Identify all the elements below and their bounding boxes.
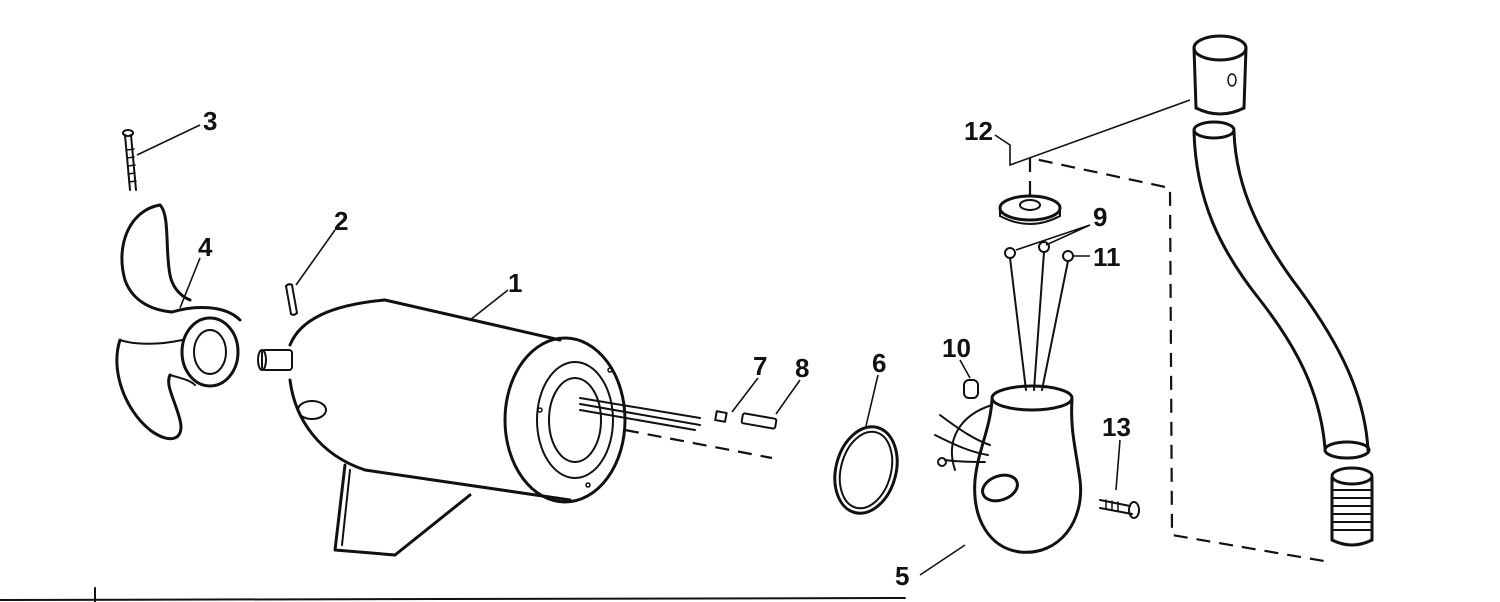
callout-3: 3 (203, 106, 217, 136)
callout-9: 9 (1093, 202, 1107, 232)
callout-4: 4 (198, 232, 213, 262)
washer-part-12 (998, 194, 1062, 225)
callout-5: 5 (895, 561, 909, 591)
screw-part-13 (1099, 499, 1140, 519)
callout-10: 10 (942, 333, 971, 363)
callout-8: 8 (795, 353, 809, 383)
propeller-part-4 (115, 203, 242, 441)
brush-part-7 (714, 410, 728, 423)
callout-1: 1 (508, 268, 522, 298)
callout-7: 7 (753, 351, 767, 381)
brush-part-8 (740, 412, 778, 430)
pin-part-2 (285, 283, 298, 316)
callout-2: 2 (334, 206, 348, 236)
assembly-path-washer (1028, 156, 1331, 564)
callout-11: 11 (1093, 242, 1121, 272)
terminal-leads-part-9 (1004, 241, 1050, 391)
motor-part-1 (257, 298, 701, 557)
leader-lines (136, 99, 1191, 576)
o-ring-part-6 (833, 425, 899, 515)
threaded-end (1330, 466, 1374, 547)
grommet-part-10 (963, 379, 979, 399)
bolt-part-3 (122, 129, 137, 191)
callout-12: 12 (964, 116, 993, 146)
terminal-lead-part-11 (1041, 250, 1074, 391)
callout-13: 13 (1102, 412, 1131, 442)
bottom-border (0, 587, 906, 602)
housing-part-5 (934, 384, 1083, 554)
steering-tube (1192, 120, 1371, 460)
collar-part-12 (1192, 34, 1248, 116)
callout-6: 6 (872, 348, 886, 378)
assembly-axis-line (624, 428, 773, 460)
